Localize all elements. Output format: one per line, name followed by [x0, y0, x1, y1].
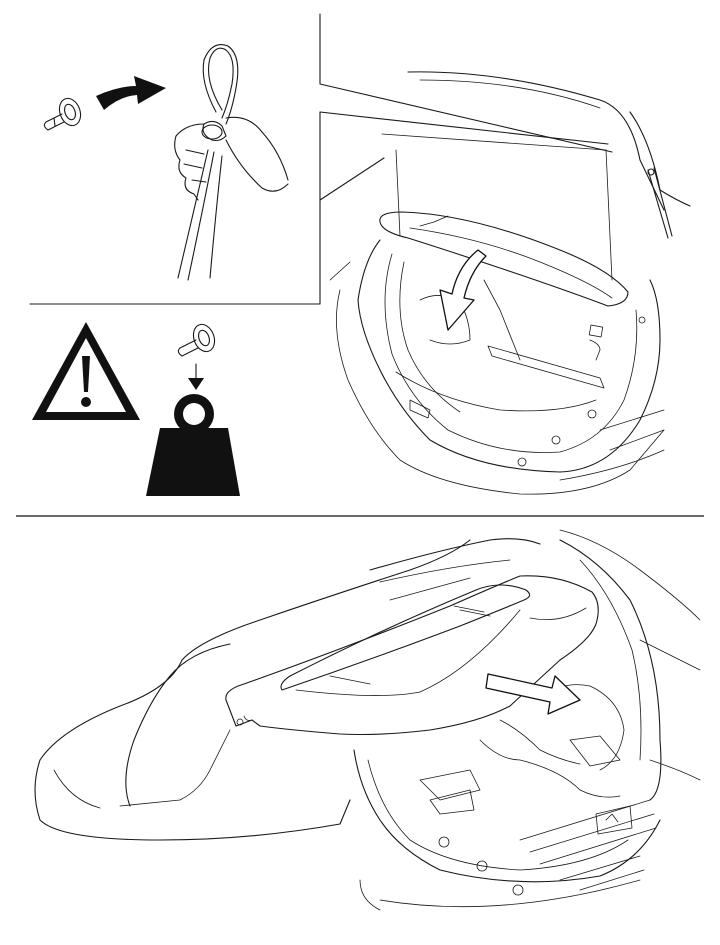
inset-border [29, 157, 385, 305]
right-arrow-icon [485, 673, 581, 715]
warning-triangle-icon [32, 322, 140, 420]
push-fastener-icon [177, 323, 216, 357]
down-arrow-icon [439, 249, 487, 331]
inset-leader-top [319, 13, 613, 153]
shelf-removal-illustration [34, 529, 701, 911]
weight-icon [146, 394, 240, 496]
hand-holding-cord-loop-icon [174, 44, 289, 281]
down-arrow-icon [188, 363, 204, 390]
push-fastener-icon [43, 97, 82, 131]
detail-inset-panel [29, 13, 613, 305]
right-arrow-icon [96, 76, 166, 110]
trunk-open-illustration [329, 71, 691, 495]
inset-leader-middle [319, 111, 609, 145]
